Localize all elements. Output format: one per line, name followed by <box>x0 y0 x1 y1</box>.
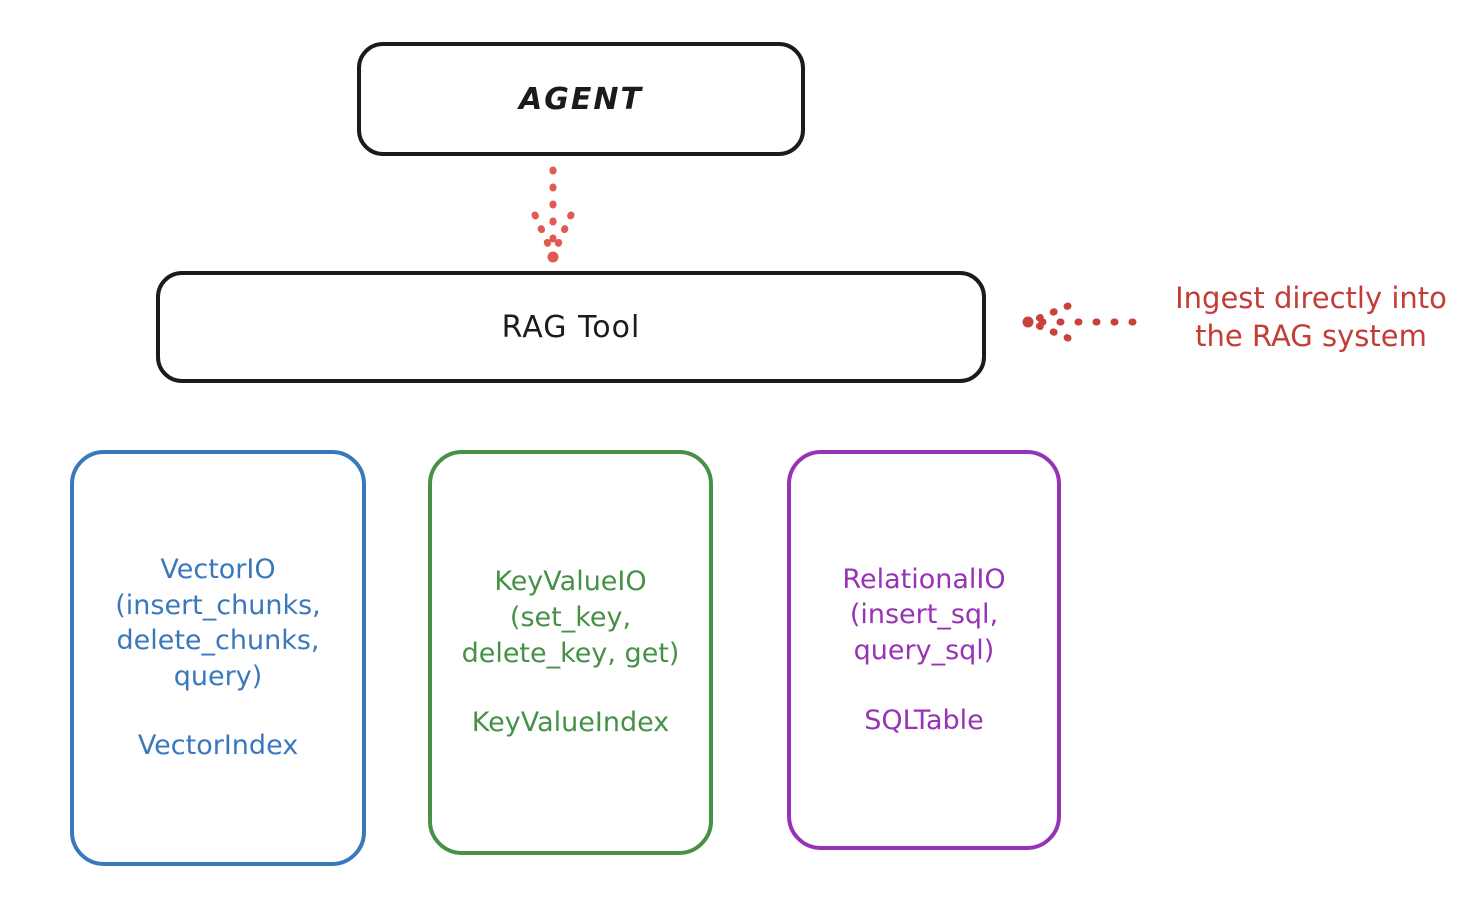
annotation-ingest: Ingest directly into the RAG system <box>1175 281 1447 354</box>
node-agent[interactable]: AGENT <box>357 42 805 156</box>
node-relational-io[interactable]: RelationalIO (insert_sql, query_sql) SQL… <box>787 450 1061 850</box>
edge-ingest-to-rag-tool <box>1022 302 1137 342</box>
node-rag-tool[interactable]: RAG Tool <box>156 271 986 383</box>
node-vector-io[interactable]: VectorIO (insert_chunks, delete_chunks, … <box>70 450 366 866</box>
node-key-value-index-label: KeyValueIndex <box>471 707 670 739</box>
node-key-value-io-label: KeyValueIO (set_key, delete_key, get) <box>461 566 680 669</box>
node-vector-index-label: VectorIndex <box>137 730 299 762</box>
node-sql-table-label: SQLTable <box>864 704 984 736</box>
node-vector-io-label: VectorIO (insert_chunks, delete_chunks, … <box>115 553 321 692</box>
node-rag-tool-label: RAG Tool <box>501 309 641 345</box>
node-key-value-io[interactable]: KeyValueIO (set_key, delete_key, get) Ke… <box>428 450 713 855</box>
node-relational-io-label: RelationalIO (insert_sql, query_sql) <box>842 563 1006 666</box>
node-agent-label: AGENT <box>519 81 643 117</box>
edge-agent-to-rag-tool <box>531 166 575 263</box>
